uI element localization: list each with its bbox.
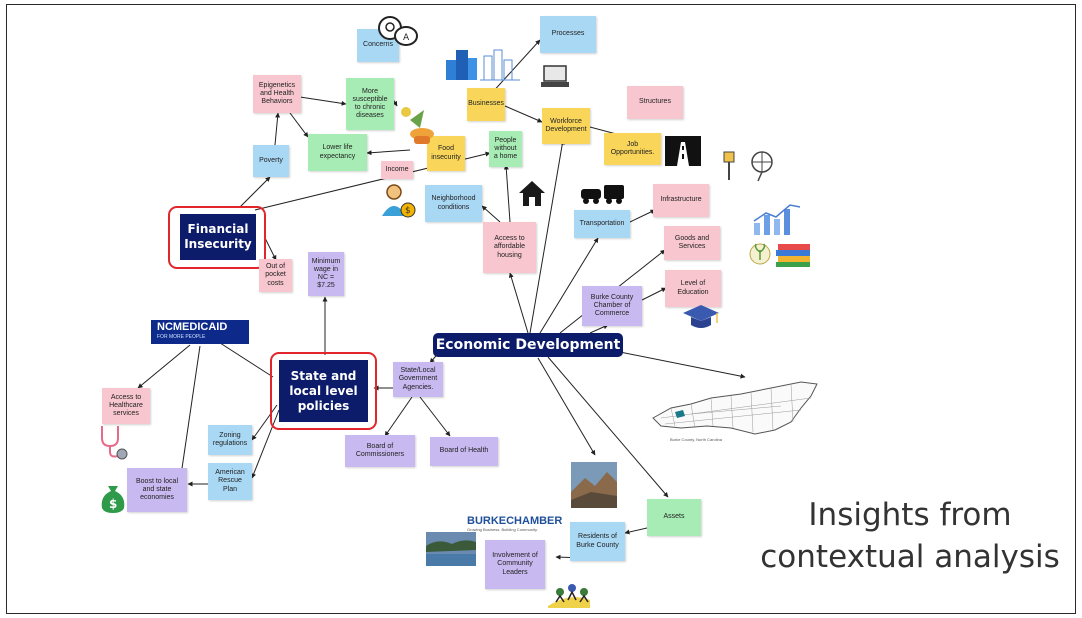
financial-highlight-ring [168,206,266,269]
svg-text:$: $ [405,206,411,216]
note-board-commissioners: Board of Commissioners [345,435,415,467]
burke-chamber-logo: BURKECHAMBER Growing Business. Building … [467,515,562,532]
note-lower-life-expectancy: Lower life expectancy [308,134,367,171]
lake-photo [426,532,476,566]
slide-title: Insights from contextual analysis [760,497,1060,575]
note-workforce-development: Workforce Development [542,108,590,144]
signpost-windmill-icon [723,151,773,182]
burke-chamber-logo-text: BURKECHAMBER [467,515,563,527]
chat-bubbles-icon: A [378,16,418,46]
note-zoning-regulations: Zoning regulations [208,425,252,455]
note-structures: Structures [627,86,683,119]
note-affordable-housing: Access to affordable housing [483,222,536,273]
note-epigenetics: Epigenetics and Health Behaviors [253,75,301,113]
ncmedicaid-logo: NCMEDICAID FOR MORE PEOPLE [151,320,249,344]
note-american-rescue-plan: American Rescue Plan [208,463,252,500]
burke-chamber-logo-tagline: Growing Business. Building Community. [467,527,538,532]
note-residents: Residents of Burke County [570,522,625,561]
mountain-photo [571,462,617,508]
note-poverty: Poverty [253,145,289,177]
note-neighborhood-conditions: Neighborhood conditions [425,185,482,222]
note-boost-economies: Boost to local and state economies [127,468,187,512]
house-icon [519,181,545,206]
community-people-icon [548,584,590,608]
unhealthy-food-icon [401,107,434,144]
money-bag-icon: $ [101,486,125,513]
note-community-leaders: Involvement of Community Leaders [485,540,545,589]
laptop-icon [541,65,569,87]
note-level-education: Level of Education [665,270,721,307]
note-processes: Processes [540,16,596,53]
note-goods-services: Goods and Services [664,226,720,260]
note-transportation: Transportation [574,210,630,238]
note-infrastructure: Infrastructure [653,184,709,217]
state-local-policies-hub: State and local level policies [279,360,368,422]
north-carolina-map-icon [652,381,818,435]
note-minimum-wage: Minimum wage in NC = $7.25 [308,252,344,296]
policies-highlight-ring [270,352,377,430]
stethoscope-icon [101,426,128,460]
note-income: Income [381,161,413,179]
note-healthcare-access: Access to Healthcare services [102,388,150,424]
road-icon [665,136,701,166]
graduation-cap-icon [683,305,719,328]
map-caption: Burke County, North Carolina [670,437,722,442]
economic-development-hub: Economic Development [433,333,623,357]
city-buildings-icon [446,49,520,81]
growth-chart-icon [753,204,801,235]
svg-text:A: A [403,33,410,43]
note-chronic-diseases: More susceptible to chronic diseases [346,78,394,130]
note-assets: Assets [647,499,701,536]
note-businesses: Businesses [467,88,505,121]
note-food-insecurity: Food insecurity [427,136,465,171]
slide-frame [6,4,1076,614]
vehicles-icon [581,185,624,204]
note-board-health: Board of Health [430,437,498,466]
svg-text:$: $ [109,497,117,511]
note-chamber-of-commerce: Burke County Chamber of Commerce [582,286,642,326]
person-money-icon: $ [382,184,416,218]
ncmedicaid-logo-text: NCMEDICAID [157,321,228,333]
note-job-opportunities: Job Opportunities. [604,133,661,165]
plant-and-books-icon [749,243,810,267]
note-government-agencies: State/Local Government Agencies. [393,362,443,397]
note-out-of-pocket: Out of pocket costs [259,259,292,292]
note-people-without-home: People without a home [489,131,522,167]
financial-insecurity-hub: Financial Insecurity [180,214,256,260]
ncmedicaid-logo-tagline: FOR MORE PEOPLE [157,334,206,340]
